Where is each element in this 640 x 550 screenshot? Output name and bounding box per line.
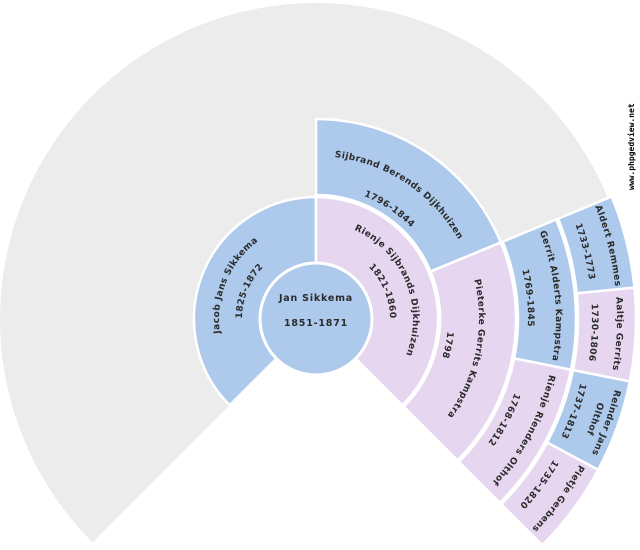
fan-segment-aaltje-gerrits[interactable] xyxy=(571,286,638,383)
fan-segment-rienje-rienders-olthof[interactable] xyxy=(457,356,573,505)
watermark-text: www.phpgedview.net xyxy=(626,103,636,190)
center-person-name: Jan Sikkema xyxy=(278,293,353,304)
fan-center-circle[interactable] xyxy=(258,261,374,377)
center-person-dates: 1851-1871 xyxy=(284,318,348,329)
fan-center-group: Jan Sikkema 1851-1871 xyxy=(258,261,374,377)
fan-segment-pietje-gerbens[interactable] xyxy=(499,440,600,548)
fan-segment-pieterke-gerrits-kampstra[interactable] xyxy=(401,240,518,463)
fan-dates-aaltje-gerrits: 1730-1806 xyxy=(586,303,599,362)
